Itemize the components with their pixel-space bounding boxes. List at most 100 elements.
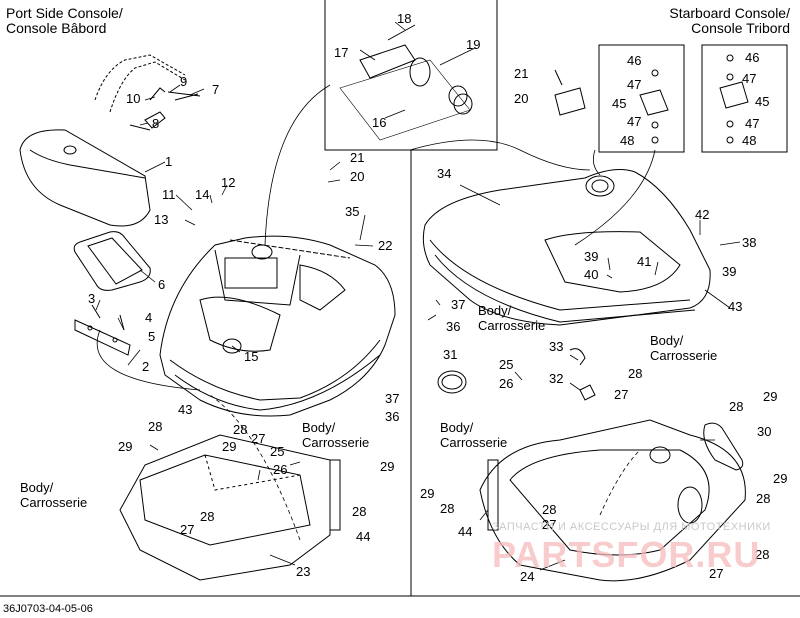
callout-5: 5 (148, 329, 156, 344)
callout-14: 14 (195, 187, 210, 202)
callout-46: 46 (627, 53, 642, 68)
callout-11: 11 (162, 187, 176, 202)
body-label-starboard-mid: Body/ Carrosserie (478, 303, 546, 333)
callout-25b: 25 (499, 357, 514, 372)
callout-44: 44 (356, 529, 371, 544)
callout-29: 29 (222, 439, 237, 454)
callout-36: 36 (446, 319, 461, 334)
frame-lines (0, 0, 800, 597)
callout-34: 34 (437, 166, 452, 181)
callout-24: 24 (520, 569, 535, 584)
callout-9: 9 (180, 74, 188, 89)
callout-44b: 44 (458, 524, 473, 539)
callout-28g: 28 (756, 491, 771, 506)
callout-4: 4 (145, 310, 153, 325)
callout-28i: 28 (542, 502, 557, 517)
callout-29e: 29 (773, 471, 788, 486)
callout-28c: 28 (148, 419, 163, 434)
callout-20: 20 (350, 169, 365, 184)
callout-47d: 47 (745, 116, 760, 131)
callout-28h: 28 (440, 501, 455, 516)
callout-8: 8 (152, 116, 160, 131)
starboard-console-title: Starboard Console/ Console Tribord (669, 5, 790, 36)
starboard-vent-frame (703, 422, 744, 471)
port-console-title: Port Side Console/ Console Bâbord (6, 5, 123, 36)
callout-15: 15 (244, 349, 259, 364)
callout-36b: 36 (385, 409, 400, 424)
callout-6: 6 (158, 277, 166, 292)
body-label-starboard-right: Body/ Carrosserie (650, 333, 718, 363)
callout-12: 12 (221, 175, 236, 190)
callout-28f: 28 (729, 399, 744, 414)
port-console-body (159, 235, 396, 417)
callout-3: 3 (88, 291, 96, 306)
callout-26: 26 (273, 462, 288, 477)
callout-28b: 28 (200, 509, 215, 524)
callout-21: 21 (350, 150, 365, 165)
callout-45: 45 (612, 96, 627, 111)
callout-27: 27 (251, 431, 266, 446)
port-wire-harness (94, 54, 201, 131)
starboard-small-parts (554, 54, 749, 144)
callout-22: 22 (378, 238, 393, 253)
callout-18: 18 (397, 11, 412, 26)
port-lower-pan (119, 434, 341, 581)
callout-31: 31 (443, 347, 458, 362)
body-label-center: Body/ Carrosserie (302, 420, 370, 450)
port-inspection-part-16-19 (339, 24, 473, 141)
callout-42: 42 (695, 207, 710, 222)
diagram-code: 36J0703-04-05-06 (3, 603, 93, 615)
starboard-grommet (437, 348, 596, 401)
callout-39b: 39 (722, 264, 737, 279)
callout-25: 25 (270, 444, 285, 459)
watermark-brand-b: FOR.RU (616, 534, 761, 575)
callout-48: 48 (620, 133, 635, 148)
callout-28e: 28 (628, 366, 643, 381)
callout-32: 32 (549, 371, 564, 386)
connector-curves (96, 84, 656, 541)
callout-13: 13 (154, 212, 169, 227)
body-label-port-lower: Body/ Carrosserie (20, 480, 88, 510)
callout-33: 33 (549, 339, 564, 354)
callout-10: 10 (126, 91, 141, 106)
callout-37b: 37 (385, 391, 400, 406)
callout-40: 40 (584, 267, 599, 282)
callout-7: 7 (212, 82, 220, 97)
callout-29d: 29 (763, 389, 778, 404)
callout-2: 2 (142, 359, 150, 374)
callout-47b: 47 (627, 114, 642, 129)
callout-28: 28 (233, 422, 248, 437)
watermark-brand: PARTSFOR.RU (492, 534, 760, 576)
callout-29f: 29 (420, 486, 435, 501)
callout-38: 38 (742, 235, 757, 250)
callout-26b: 26 (499, 376, 514, 391)
callout-1: 1 (165, 154, 173, 169)
watermark-brand-a: PARTS (492, 534, 617, 575)
callout-29b: 29 (118, 439, 133, 454)
callout-30: 30 (757, 424, 772, 439)
callout-29c: 29 (380, 459, 395, 474)
callout-41: 41 (637, 254, 652, 269)
callout-43: 43 (728, 299, 743, 314)
callout-19: 19 (466, 37, 481, 52)
callout-28d: 28 (352, 504, 367, 519)
callout-20b: 20 (514, 91, 529, 106)
callout-35: 35 (345, 204, 360, 219)
callout-21b: 21 (514, 66, 529, 81)
callout-46b: 46 (745, 50, 760, 65)
callout-27b: 27 (180, 522, 195, 537)
watermark-tagline: ЗАПЧАСТИ И АКСЕССУАРЫ ДЛЯ МОТОТЕХНИКИ (492, 521, 771, 533)
callout-27e: 27 (709, 566, 724, 581)
callout-28j: 28 (755, 547, 770, 562)
port-bracket (74, 304, 131, 356)
callout-16: 16 (372, 115, 387, 130)
callout-23: 23 (296, 564, 311, 579)
starboard-lower-pan (479, 419, 746, 582)
callout-45b: 45 (755, 94, 770, 109)
port-rubber-gasket (73, 231, 151, 291)
body-label-center-right: Body/ Carrosserie (440, 420, 508, 450)
callout-37: 37 (451, 297, 466, 312)
callout-17: 17 (334, 45, 349, 60)
callout-48b: 48 (742, 133, 757, 148)
